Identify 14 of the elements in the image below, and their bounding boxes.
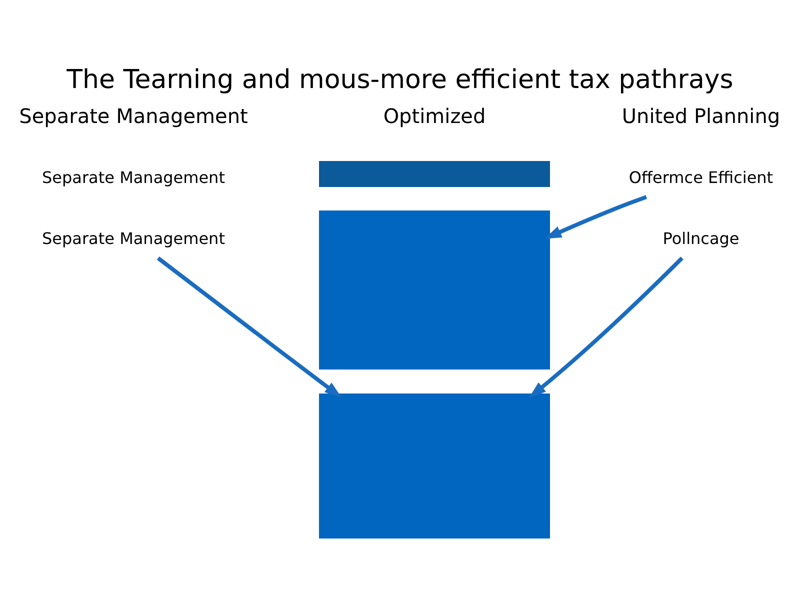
- diagram-title: The Tearning and mous-more efficient tax pathrays: [66, 64, 734, 94]
- arrow: [156, 256, 342, 398]
- node-bar: [319, 210, 550, 369]
- arrow: [528, 256, 684, 398]
- node-text: Offermce Efficient: [628, 167, 774, 186]
- label: Separate Management: [19, 104, 248, 128]
- node-text: Separate Management: [42, 228, 225, 248]
- node-bar: [319, 393, 550, 538]
- label: Separate Management: [42, 167, 225, 186]
- label: Optimized: [383, 104, 486, 128]
- label: United Planning: [622, 104, 780, 128]
- arrow: [544, 194, 648, 238]
- node-bar: [319, 160, 550, 186]
- node-text: Pollncage: [662, 228, 740, 248]
